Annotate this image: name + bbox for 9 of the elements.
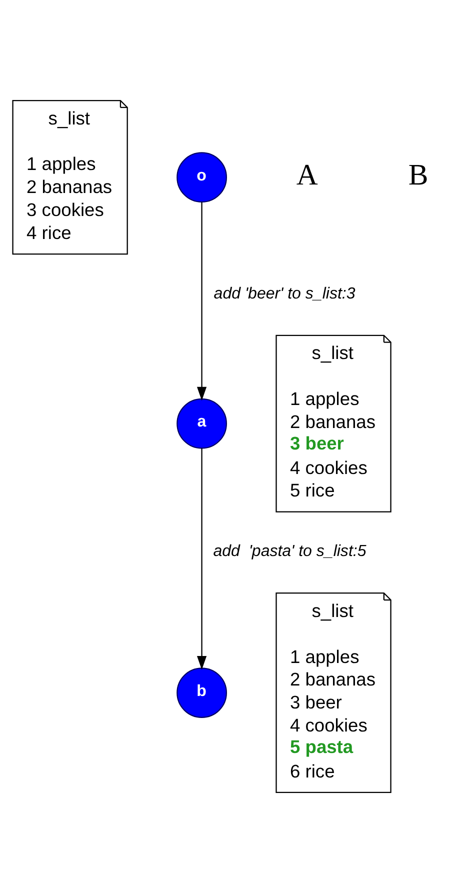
arrow (196, 202, 207, 401)
label: B (408, 158, 428, 192)
label: A (296, 158, 318, 192)
edge-label: add 'beer' to s_list:3 (214, 284, 356, 302)
node-circle: o (176, 152, 227, 203)
edge-label: add 'pasta' to s_list:5 (213, 542, 366, 560)
node-circle: a (176, 398, 227, 449)
arrow (196, 448, 207, 670)
node-circle: b (176, 668, 227, 718)
